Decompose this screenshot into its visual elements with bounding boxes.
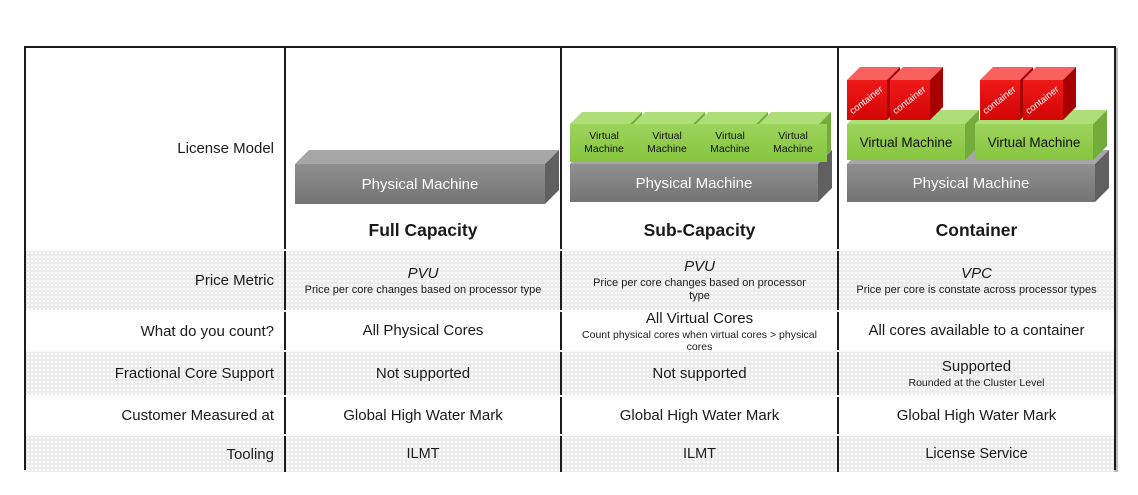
virtual-machine-label: Virtual Machine <box>975 124 1093 160</box>
count-sub-capacity: All Virtual Cores Count physical cores w… <box>560 309 837 353</box>
container-cube: container <box>1023 67 1076 120</box>
container-cube-label: container <box>1024 83 1062 117</box>
virtual-machine-label: Virtual Machine <box>759 124 827 162</box>
measured-sub-capacity: Global High Water Mark <box>560 397 837 434</box>
virtual-machine-label: Virtual Machine <box>633 124 701 162</box>
virtual-machine-box: Virtual Machine <box>847 110 979 160</box>
fractional-note: Rounded at the Cluster Level <box>908 377 1045 389</box>
virtual-machine-box: Virtual Machine <box>759 112 831 162</box>
tooling-value: License Service <box>925 446 1028 462</box>
count-full-capacity: All Physical Cores <box>284 312 560 350</box>
row-label-fractional-core-support: Fractional Core Support <box>114 365 274 382</box>
price-metric-container: VPC Price per core is constate across pr… <box>837 251 1114 310</box>
physical-machine-label: Physical Machine <box>295 164 545 204</box>
sub-capacity-diagram-cell: Physical Machine Virtual Machine Virtual… <box>560 48 837 249</box>
row-label-what-do-you-count: What do you count? <box>140 322 274 340</box>
tooling-value: ILMT <box>406 446 440 462</box>
virtual-machine-box: Virtual Machine <box>696 112 768 162</box>
row-license-model: License Model Physical Machine Full Capa… <box>26 48 1114 249</box>
virtual-machine-box: Virtual Machine <box>975 110 1107 160</box>
physical-machine-box: Physical Machine <box>570 150 832 202</box>
row-label-tooling: Tooling <box>226 445 274 463</box>
caption-container: Container <box>935 220 1018 240</box>
caption-full-capacity: Full Capacity <box>368 220 478 240</box>
fractional-value: Not supported <box>375 364 471 382</box>
container-cube: container <box>847 67 900 120</box>
price-metric-value: VPC <box>961 264 992 282</box>
row-price-metric: Price Metric PVU Price per core changes … <box>26 249 1114 310</box>
count-value: All cores available to a container <box>868 322 1085 339</box>
fractional-sub-capacity: Not supported <box>560 352 837 395</box>
row-label-customer-measured-at: Customer Measured at <box>121 407 274 424</box>
price-metric-note: Price per core is constate across proces… <box>856 283 1097 296</box>
count-container: All cores available to a container <box>837 312 1114 350</box>
count-value: All Physical Cores <box>362 322 484 339</box>
container-cube-label: container <box>981 83 1019 117</box>
price-metric-note: Price per core changes based on processo… <box>593 277 806 302</box>
physical-machine-box: Physical Machine <box>847 150 1109 202</box>
price-metric-note: Price per core changes based on processo… <box>304 283 542 296</box>
count-note: Count physical cores when virtual cores … <box>582 328 817 353</box>
caption-sub-capacity: Sub-Capacity <box>643 220 756 240</box>
row-fractional-core-support: Fractional Core Support Not supported No… <box>26 350 1114 395</box>
container-cube: container <box>980 67 1033 120</box>
container-cube-label: container <box>891 83 929 117</box>
box-top-face <box>295 150 559 164</box>
row-label-price-metric: Price Metric <box>194 272 274 289</box>
full-capacity-diagram-cell: Physical Machine Full Capacity <box>284 48 560 249</box>
physical-machine-label: Physical Machine <box>570 164 818 202</box>
tooling-full-capacity: ILMT <box>284 436 560 472</box>
virtual-machine-label: Virtual Machine <box>847 124 965 160</box>
license-comparison-table: License Model Physical Machine Full Capa… <box>24 46 1116 472</box>
physical-machine-label: Physical Machine <box>847 164 1095 202</box>
row-tooling: Tooling ILMT ILMT License Service <box>26 434 1114 472</box>
price-metric-value: PVU <box>407 264 439 282</box>
virtual-machine-box: Virtual Machine <box>633 112 705 162</box>
measured-full-capacity: Global High Water Mark <box>284 397 560 434</box>
measured-container: Global High Water Mark <box>837 397 1114 434</box>
physical-machine-box: Physical Machine <box>295 150 559 204</box>
price-metric-sub-capacity: PVU Price per core changes based on proc… <box>560 251 837 310</box>
tooling-sub-capacity: ILMT <box>560 436 837 472</box>
container-diagram-cell: Physical Machine Virtual Machine Virtual… <box>837 48 1114 249</box>
price-metric-value: PVU <box>684 258 715 275</box>
measured-value: Global High Water Mark <box>343 406 503 424</box>
tooling-value: ILMT <box>682 446 717 462</box>
row-what-do-you-count: What do you count? All Physical Cores Al… <box>26 309 1114 353</box>
virtual-machine-label: Virtual Machine <box>570 124 638 162</box>
fractional-full-capacity: Not supported <box>284 352 560 395</box>
row-label-license-model: License Model <box>177 140 274 157</box>
container-cube-label: container <box>848 83 886 117</box>
tooling-container: License Service <box>837 436 1114 472</box>
fractional-value: Not supported <box>652 364 747 382</box>
fractional-value: Supported <box>941 358 1012 375</box>
container-cube: container <box>890 67 943 120</box>
measured-value: Global High Water Mark <box>896 406 1057 424</box>
measured-value: Global High Water Mark <box>619 406 780 424</box>
price-metric-full-capacity: PVU Price per core changes based on proc… <box>284 251 560 310</box>
count-value: All Virtual Cores <box>645 309 754 327</box>
row-customer-measured-at: Customer Measured at Global High Water M… <box>26 395 1114 434</box>
virtual-machine-label: Virtual Machine <box>696 124 764 162</box>
virtual-machine-box: Virtual Machine <box>570 112 642 162</box>
fractional-container: Supported Rounded at the Cluster Level <box>837 352 1114 395</box>
